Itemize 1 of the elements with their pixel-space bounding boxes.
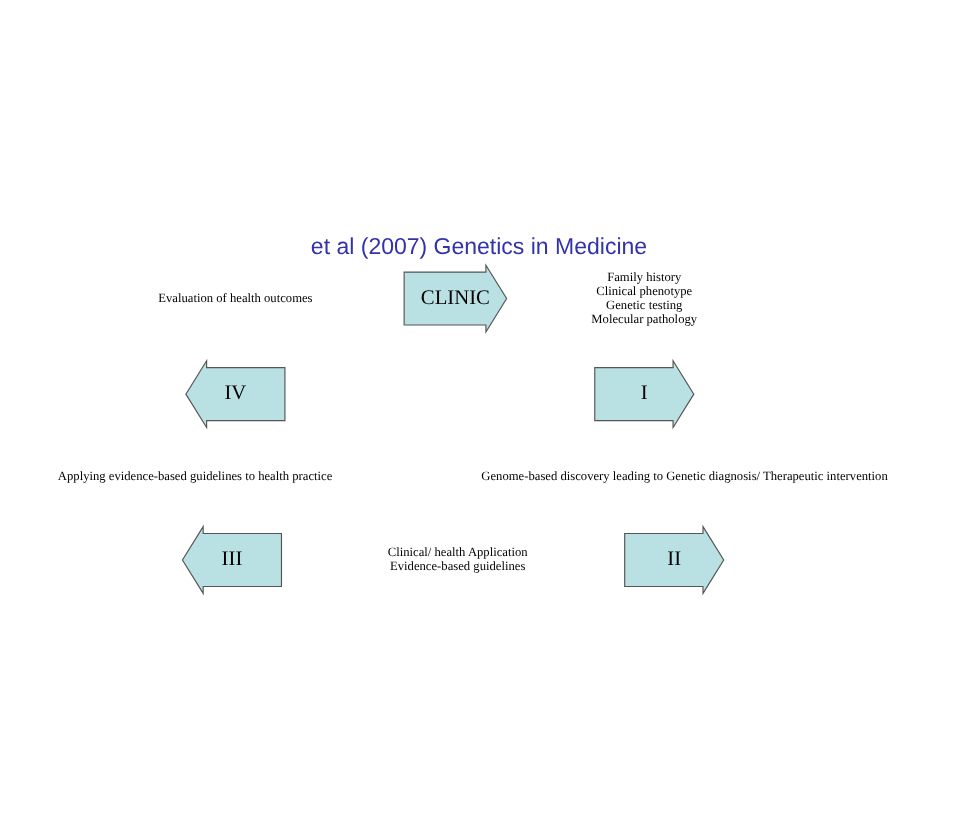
diagram-title: et al (2007) Genetics in Medicine — [310, 235, 648, 260]
